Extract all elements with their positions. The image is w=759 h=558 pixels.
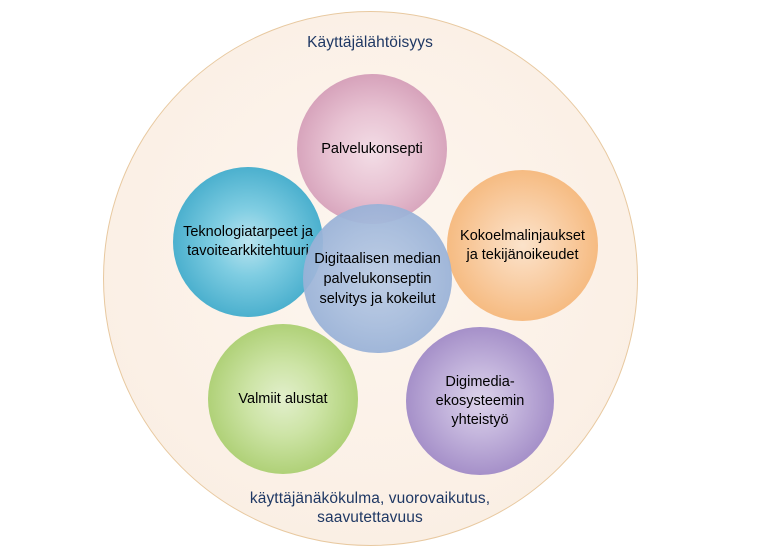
bubble-digimedia-ekosysteemi: Digimedia- ekosysteemin yhteistyö	[406, 327, 554, 475]
outer-ring-top-label: Käyttäjälähtöisyys	[307, 34, 433, 51]
bubble-label-digimedia-ekosysteemi: Digimedia- ekosysteemin yhteistyö	[435, 373, 525, 428]
bubble-palvelukonsepti: Palvelukonsepti	[297, 74, 447, 224]
bubble-label-kokoelmalinjaukset: Kokoelmalinjaukset ja tekijänoikeudet	[460, 227, 585, 263]
bubble-kokoelmalinjaukset: Kokoelmalinjaukset ja tekijänoikeudet	[447, 170, 598, 321]
bubble-teknologiatarpeet: Teknologiatarpeet ja tavoitearkkitehtuur…	[173, 167, 323, 317]
outer-ring-bottom-label: käyttäjänäkökulma, vuorovaikutus, saavut…	[249, 490, 491, 526]
bubble-label-valmiit-alustat: Valmiit alustat	[238, 390, 328, 407]
bubble-label-digitaalisen-median-selvitys: Digitaalisen median palvelukonseptin sel…	[314, 250, 441, 307]
bubble-digitaalisen-median-selvitys: Digitaalisen median palvelukonseptin sel…	[303, 204, 452, 353]
bubble-valmiit-alustat: Valmiit alustat	[208, 324, 358, 474]
bubble-label-palvelukonsepti: Palvelukonsepti	[321, 140, 423, 157]
bubble-label-teknologiatarpeet: Teknologiatarpeet ja tavoitearkkitehtuur…	[183, 224, 313, 259]
